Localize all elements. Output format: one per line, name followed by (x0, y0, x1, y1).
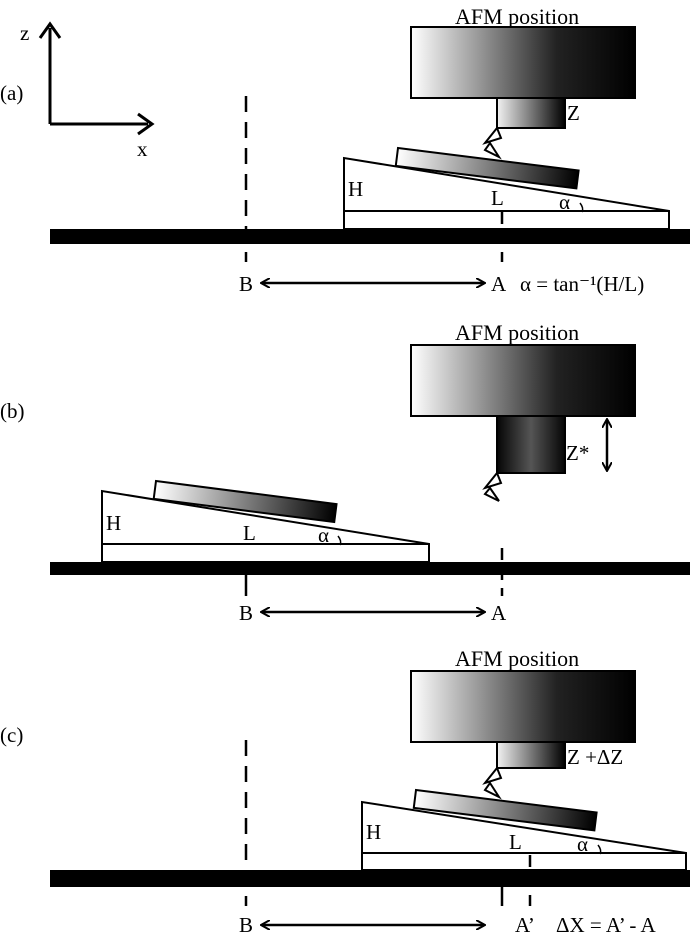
panel-a-l-label: L (491, 186, 504, 210)
coordinate-axes: z x (20, 21, 155, 161)
panel-c-equation: ΔX = A’ - A (556, 913, 656, 937)
panel-c-l-label: L (509, 830, 522, 854)
panel-a-a-label: A (491, 272, 507, 296)
panel-a-afm-title: AFM position (455, 4, 579, 29)
panel-b-l-label: L (243, 521, 256, 545)
panel-a-afm-head (410, 26, 636, 99)
panel-c-z-piezo (496, 741, 566, 769)
panel-b-angle-arc (337, 535, 342, 546)
panel-a-equation: α = tan⁻¹(H/L) (520, 272, 644, 296)
x-axis-arrowhead (137, 112, 155, 136)
panel-c-afm-title: AFM position (455, 646, 579, 671)
panel-a-tag: (a) (0, 81, 23, 105)
panel-c-sample (412, 788, 598, 832)
panel-b-z-label: Z* (566, 441, 589, 465)
panel-b-afm-title: AFM position (455, 320, 579, 345)
panel-a-alpha-label: α (559, 190, 570, 214)
panel-c: (c) AFM position Z +ΔZ H L α B A’ ΔX = A… (0, 646, 690, 937)
panel-c-afm-head (410, 670, 636, 743)
x-axis-label: x (137, 137, 148, 161)
panel-a-z-label: Z (567, 101, 580, 125)
panel-c-h-label: H (366, 820, 381, 844)
panel-a-angle-arc (579, 202, 584, 213)
panel-b-stage (50, 562, 690, 575)
panel-b-alpha-label: α (318, 523, 329, 547)
panel-b-sample (152, 479, 338, 524)
panel-b-a-label: A (491, 601, 507, 625)
panel-b-cantilever-tip (482, 471, 503, 502)
panel-c-a-prime-label: A’ (515, 913, 535, 937)
panel-b: (b) AFM position Z* H L α B A (0, 320, 690, 625)
panel-c-alpha-label: α (577, 832, 588, 856)
z-axis-label: z (20, 21, 29, 45)
panel-a-sample (394, 146, 580, 190)
panel-a-z-piezo (496, 97, 566, 129)
panel-b-afm-head (410, 344, 636, 417)
panel-c-angle-arc (597, 844, 602, 855)
panel-b-tag: (b) (0, 399, 25, 423)
panel-a: (a) AFM position Z H L α B A α = tan⁻¹(H… (0, 4, 690, 296)
panel-c-stage (50, 870, 690, 887)
panel-b-z-piezo (496, 415, 566, 474)
z-axis-arrowhead (38, 21, 62, 39)
panel-a-h-label: H (348, 177, 363, 201)
panel-c-b-label: B (239, 913, 253, 937)
panel-c-tag: (c) (0, 723, 23, 747)
panel-a-cantilever-tip (482, 126, 503, 160)
panel-b-h-label: H (106, 511, 121, 535)
panel-c-z-label: Z +ΔZ (567, 745, 623, 769)
panel-a-stage (50, 229, 690, 244)
panel-a-b-label: B (239, 272, 253, 296)
panel-c-cantilever-tip (482, 766, 503, 800)
panel-b-b-label: B (239, 601, 253, 625)
